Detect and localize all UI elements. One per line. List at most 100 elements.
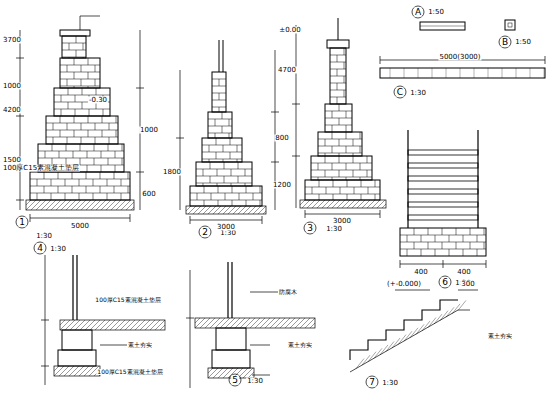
dimension-label: 素土夯实 [127, 342, 153, 348]
drawing-line [60, 79, 100, 80]
section-number: 2 [201, 228, 209, 237]
drawing-line [421, 235, 422, 242]
drawing-line [95, 123, 96, 130]
drawing-line [51, 200, 61, 210]
drawing-line [225, 193, 226, 200]
drawing-line [58, 172, 59, 179]
drawing-line [219, 79, 220, 86]
dimension-label: -0.30 [88, 97, 108, 104]
drawing-line [30, 218, 130, 219]
drawing-line [339, 156, 340, 163]
drawing-line [95, 137, 96, 144]
drawing-line [362, 200, 370, 208]
drawing-line [347, 200, 355, 208]
dimension-label: 1500 [2, 157, 22, 164]
drawing-line [193, 206, 201, 214]
drawing-line [360, 146, 361, 153]
drawing-line [344, 76, 345, 83]
drawing-line [300, 318, 310, 328]
drawing-line [36, 200, 46, 210]
drawing-line [67, 79, 68, 86]
drawing-line [160, 325, 165, 330]
drawing-line [82, 102, 83, 109]
drawing-line [332, 200, 340, 208]
drawing-line [330, 62, 346, 63]
drawing-line [209, 145, 210, 152]
drawing-line [94, 158, 95, 165]
drawing-line [93, 179, 94, 186]
drawing-rect [408, 176, 478, 181]
drawing-line [74, 366, 84, 376]
drawing-line [198, 206, 206, 214]
section-number: 4 [36, 244, 44, 253]
drawing-line [337, 55, 338, 62]
drawing-line [484, 228, 485, 235]
drawing-line [238, 206, 246, 214]
dimension-label: 1:30 [246, 378, 264, 385]
drawing-line [136, 172, 144, 173]
drawing-line [368, 187, 369, 194]
drawing-rect [408, 150, 478, 155]
drawing-line [246, 200, 247, 206]
dimension-label: 1:50 [427, 9, 445, 16]
drawing-line [218, 200, 219, 206]
drawing-line [37, 179, 38, 186]
drawing-line [245, 318, 255, 328]
section-number: 3 [306, 224, 314, 233]
drawing-line [421, 249, 422, 256]
drawing-line [31, 200, 41, 210]
drawing-line [428, 228, 429, 235]
drawing-line [46, 130, 118, 131]
drawing-line [362, 355, 370, 365]
drawing-line [111, 200, 121, 210]
drawing-line [239, 193, 240, 200]
drawing-line [290, 318, 300, 328]
drawing-line [446, 307, 454, 317]
drawing-line [245, 183, 246, 186]
drawing-line [318, 153, 362, 154]
drawing-rect [54, 366, 100, 376]
drawing-line [477, 235, 478, 242]
drawing-line [318, 146, 362, 147]
drawing-line [84, 366, 94, 376]
drawing-rect [505, 20, 515, 30]
drawing-line [93, 193, 94, 200]
drawing-line [131, 207, 134, 210]
drawing-line [190, 193, 262, 194]
drawing-line [229, 119, 230, 126]
drawing-line [122, 158, 123, 165]
drawing-rect [202, 138, 242, 162]
drawing-line [292, 104, 300, 105]
drawing-line [82, 88, 83, 95]
drawing-line [80, 320, 90, 330]
drawing-line [237, 159, 238, 162]
drawing-line [213, 206, 221, 214]
drawing-line [392, 338, 400, 348]
drawing-line [223, 159, 224, 162]
drawing-line [81, 79, 82, 86]
drawing-line [87, 151, 88, 158]
drawing-line [135, 320, 145, 330]
drawing-line [176, 138, 184, 139]
drawing-line [219, 93, 220, 100]
drawing-rect [420, 22, 465, 30]
drawing-line [125, 320, 135, 330]
drawing-line [354, 187, 355, 194]
section-number: 7 [368, 378, 376, 387]
section-circle [34, 242, 46, 254]
drawing-line [432, 68, 433, 78]
drawing-line [230, 318, 240, 328]
drawing-line [414, 242, 415, 249]
drawing-line [110, 320, 120, 330]
drawing-line [115, 320, 125, 330]
drawing-rect [300, 200, 386, 208]
drawing-line [344, 90, 345, 97]
drawing-line [339, 118, 340, 125]
drawing-line [67, 137, 68, 144]
drawing-line [120, 320, 130, 330]
drawing-line [458, 300, 466, 310]
drawing-line [81, 200, 91, 210]
drawing-line [26, 200, 31, 205]
drawing-line [53, 123, 54, 130]
drawing-line [81, 137, 82, 144]
